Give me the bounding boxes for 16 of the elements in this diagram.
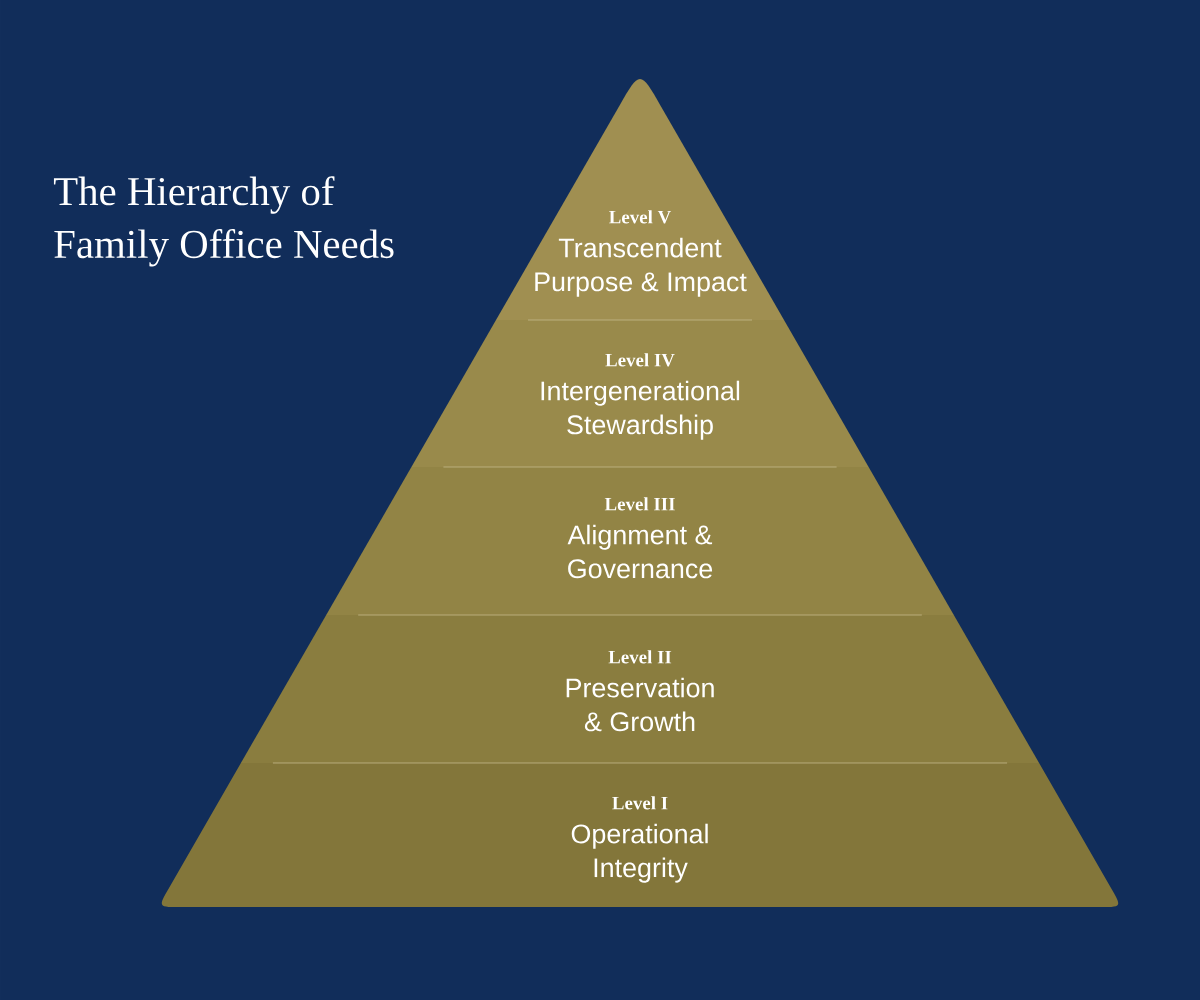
pyramid-level (496, 79, 784, 320)
level-number: Level V (609, 210, 672, 224)
level-name: Intergenerational Stewardship (541, 380, 740, 440)
level-name: Alignment & Governance (567, 524, 713, 579)
pyramid-level (326, 467, 954, 615)
pyramid-level (161, 763, 1119, 907)
level-number: Level II (608, 650, 672, 664)
pyramid-level (240, 615, 1040, 763)
level-number: Level IV (605, 353, 675, 367)
level-name: Preservation & Growth (566, 677, 714, 732)
level-number: Level III (604, 497, 675, 511)
title: The Hierarchy of Family Office Needs (53, 176, 394, 267)
level-name: Transcendent Purpose & Impact (535, 237, 747, 297)
pyramid-level (411, 320, 869, 467)
level-number: Level I (612, 796, 668, 810)
level-name: Operational Integrity (571, 823, 708, 883)
